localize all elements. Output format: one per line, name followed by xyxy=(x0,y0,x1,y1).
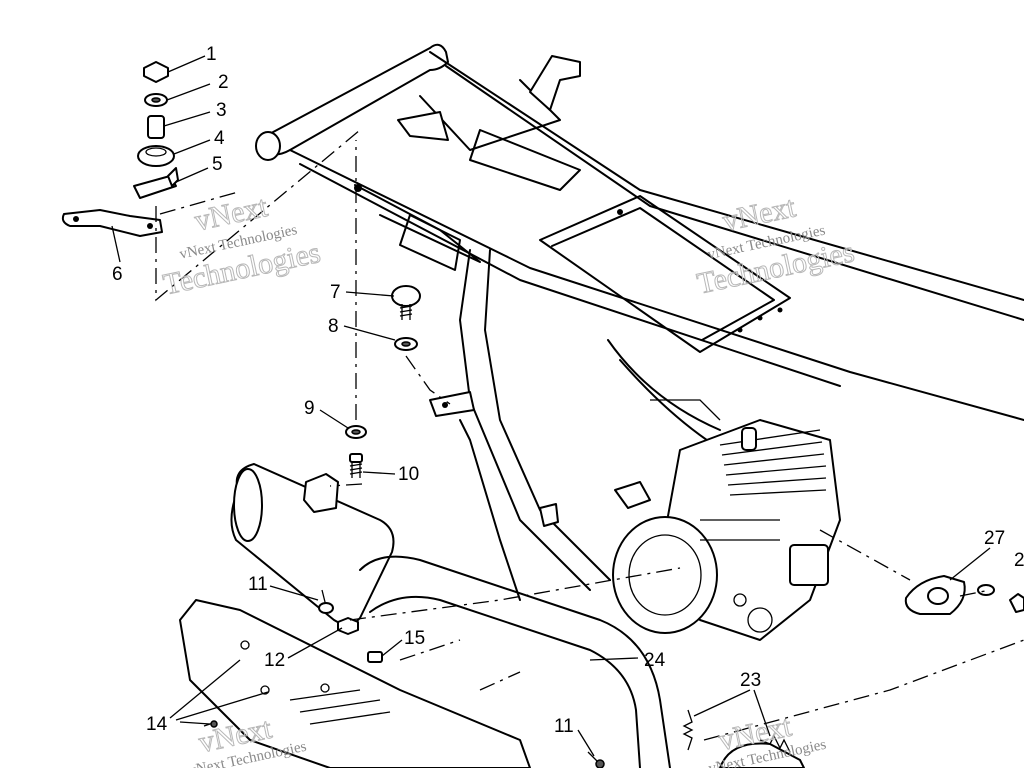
watermark-top-left: vNext vNext Technologies Technologies xyxy=(160,189,324,302)
callout-6: 6 xyxy=(112,264,123,285)
callout-3: 3 xyxy=(216,100,227,121)
callout-11-upper: 11 xyxy=(248,574,268,595)
callout-labels: 1 2 3 4 5 6 7 8 9 10 11 12 14 15 11 23 2… xyxy=(112,44,1024,737)
watermark-bottom-right: vNext vNext Technologies xyxy=(707,709,828,768)
callout-27: 27 xyxy=(984,528,1005,549)
callout-24: 24 xyxy=(644,650,666,671)
watermark-top-right: vNext vNext Technologies Technologies xyxy=(694,190,858,301)
muffler-assembly xyxy=(179,463,671,768)
mounting-hardware xyxy=(61,61,1024,768)
callout-10: 10 xyxy=(398,464,419,485)
callout-9: 9 xyxy=(304,398,315,419)
callout-15: 15 xyxy=(404,628,425,649)
callout-4: 4 xyxy=(214,128,225,149)
engine-assembly xyxy=(612,419,841,641)
leader-lines xyxy=(111,55,991,757)
callout-1: 1 xyxy=(206,44,217,65)
callout-14: 14 xyxy=(146,714,168,735)
callout-5: 5 xyxy=(212,154,223,175)
watermark-bottom-left: vNext vNext Technologies xyxy=(187,711,308,768)
callout-12: 12 xyxy=(264,650,285,671)
callout-28-partial: 2 xyxy=(1014,550,1024,571)
frame-assembly xyxy=(255,43,1024,601)
callout-2: 2 xyxy=(218,72,229,93)
callout-11-lower: 11 xyxy=(554,716,574,737)
callout-7: 7 xyxy=(330,282,341,303)
callout-8: 8 xyxy=(328,316,339,337)
callout-23: 23 xyxy=(740,670,761,691)
